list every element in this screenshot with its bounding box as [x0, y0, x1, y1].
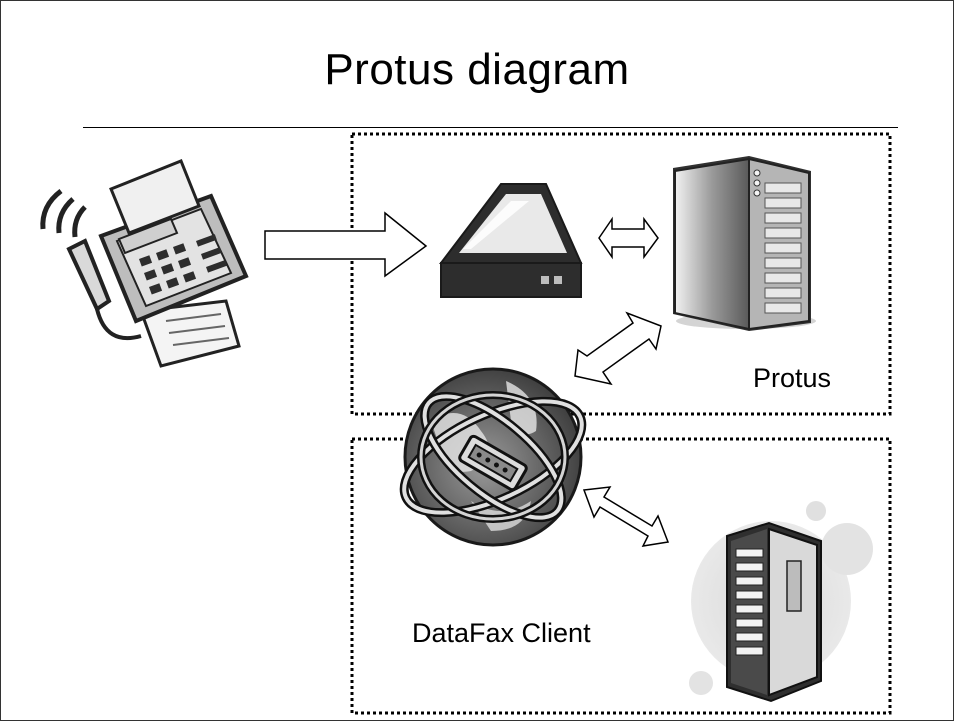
title-divider [83, 127, 898, 128]
datafax-client-label: DataFax Client [412, 618, 591, 648]
globe-network-icon [399, 367, 587, 547]
datafax-client-group-box [350, 437, 892, 715]
slide-title: Protus diagram [324, 45, 630, 94]
protus-label: Protus [753, 363, 832, 393]
server-tower-icon [673, 156, 816, 331]
client-server-icon [689, 501, 873, 703]
scanner-icon [438, 183, 583, 298]
protus-group-box [350, 132, 892, 416]
fax-machine-icon [40, 159, 249, 368]
fax-to-scanner-arrow [264, 211, 428, 278]
globe-client-arrow [582, 486, 670, 547]
scanner-server-arrow [598, 216, 659, 260]
server-globe-arrow [574, 311, 662, 386]
